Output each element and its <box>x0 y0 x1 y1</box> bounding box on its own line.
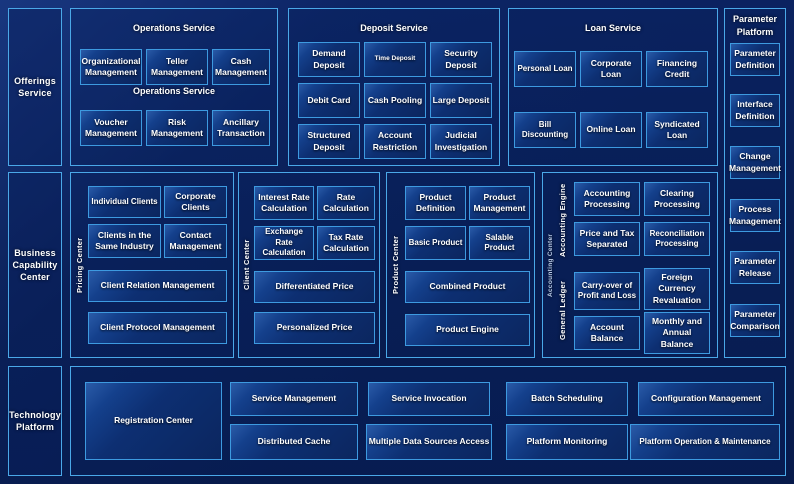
item-demand-deposit[interactable]: Demand Deposit <box>298 42 360 77</box>
parameter-platform-title-line2: Platform <box>736 27 774 37</box>
item-cash-pooling[interactable]: Cash Pooling <box>364 83 426 118</box>
item-interface-definition[interactable]: Interface Definition <box>730 94 780 127</box>
item-foreign-currency-revaluation[interactable]: Foreign Currency Revaluation <box>644 268 710 310</box>
item-parameter-definition[interactable]: Parameter Definition <box>730 43 780 76</box>
parameter-platform-title-line1: Parameter <box>732 14 778 24</box>
row-label-text: Technology Platform <box>9 409 61 432</box>
item-salable-product[interactable]: Salable Product <box>469 226 530 260</box>
item-platform-monitoring[interactable]: Platform Monitoring <box>506 424 628 460</box>
side-label-pricing-center: Pricing Center <box>75 237 84 293</box>
item-teller-management[interactable]: Teller Management <box>146 49 208 85</box>
row-label-offerings-service: Offerings Service <box>8 8 62 166</box>
item-product-engine[interactable]: Product Engine <box>405 314 530 346</box>
item-monthly-and-annual-balance[interactable]: Monthly and Annual Balance <box>644 312 710 354</box>
item-distributed-cache[interactable]: Distributed Cache <box>230 424 358 460</box>
item-reconciliation-processing[interactable]: Reconciliation Processing <box>644 222 710 256</box>
item-service-invocation[interactable]: Service Invocation <box>368 382 490 416</box>
item-rate-calculation[interactable]: Rate Calculation <box>317 186 375 220</box>
item-tax-rate-calculation[interactable]: Tax Rate Calculation <box>317 226 375 260</box>
item-basic-product[interactable]: Basic Product <box>405 226 466 260</box>
item-large-deposit[interactable]: Large Deposit <box>430 83 492 118</box>
group-title-operations-service: Operations Service <box>132 23 216 33</box>
row-label-text: Business Capability Center <box>12 247 58 283</box>
group-title-loan-service: Loan Service <box>584 23 642 33</box>
group-subtitle-operations-service: Operations Service <box>132 86 216 96</box>
item-risk-management[interactable]: Risk Management <box>146 110 208 146</box>
item-interest-rate-calculation[interactable]: Interest Rate Calculation <box>254 186 314 220</box>
item-account-restriction[interactable]: Account Restriction <box>364 124 426 159</box>
item-parameter-comparison[interactable]: Parameter Comparison <box>730 304 780 337</box>
side-label-accounting-engine: Accounting Engine <box>558 183 567 257</box>
item-debit-card[interactable]: Debit Card <box>298 83 360 118</box>
side-label-product-center: Product Center <box>391 235 400 295</box>
item-accounting-processing[interactable]: Accounting Processing <box>574 182 640 216</box>
item-client-protocol-management[interactable]: Client Protocol Management <box>88 312 227 344</box>
item-syndicated-loan[interactable]: Syndicated Loan <box>646 112 708 148</box>
item-account-balance[interactable]: Account Balance <box>574 316 640 350</box>
item-judicial-investigation[interactable]: Judicial Investigation <box>430 124 492 159</box>
row-label-technology-platform: Technology Platform <box>8 366 62 476</box>
item-exchange-rate-calculation[interactable]: Exchange Rate Calculation <box>254 226 314 260</box>
item-platform-operation-and-maintenance[interactable]: Platform Operation & Maintenance <box>630 424 780 460</box>
item-corporate-loan[interactable]: Corporate Loan <box>580 51 642 87</box>
item-registration-center[interactable]: Registration Center <box>85 382 222 460</box>
item-service-management[interactable]: Service Management <box>230 382 358 416</box>
item-client-relation-management[interactable]: Client Relation Management <box>88 270 227 302</box>
side-label-general-ledger: General Ledger <box>558 280 567 340</box>
item-multiple-data-sources-access[interactable]: Multiple Data Sources Access <box>366 424 492 460</box>
item-corporate-clients[interactable]: Corporate Clients <box>164 186 227 218</box>
item-structured-deposit[interactable]: Structured Deposit <box>298 124 360 159</box>
row-label-text: Offerings Service <box>14 75 56 98</box>
item-product-definition[interactable]: Product Definition <box>405 186 466 220</box>
item-batch-scheduling[interactable]: Batch Scheduling <box>506 382 628 416</box>
item-organizational-management[interactable]: Organizational Management <box>80 49 142 85</box>
item-cash-management[interactable]: Cash Management <box>212 49 270 85</box>
item-individual-clients[interactable]: Individual Clients <box>88 186 161 218</box>
item-online-loan[interactable]: Online Loan <box>580 112 642 148</box>
group-title-deposit-service: Deposit Service <box>360 23 428 33</box>
row-label-business-capability-center: Business Capability Center <box>8 172 62 358</box>
item-voucher-management[interactable]: Voucher Management <box>80 110 142 146</box>
item-financing-credit[interactable]: Financing Credit <box>646 51 708 87</box>
item-combined-product[interactable]: Combined Product <box>405 271 530 303</box>
item-time-deposit[interactable]: Time Deposit <box>364 42 426 77</box>
item-personal-loan[interactable]: Personal Loan <box>514 51 576 87</box>
item-contact-management[interactable]: Contact Management <box>164 224 227 258</box>
item-configuration-management[interactable]: Configuration Management <box>638 382 774 416</box>
item-process-management[interactable]: Process Management <box>729 199 781 232</box>
item-product-management[interactable]: Product Management <box>469 186 530 220</box>
item-personalized-price[interactable]: Personalized Price <box>254 312 375 344</box>
item-price-and-tax-separated[interactable]: Price and Tax Separated <box>574 222 640 256</box>
item-carry-over-of-profit-and-loss[interactable]: Carry-over of Profit and Loss <box>574 272 640 310</box>
item-differentiated-price[interactable]: Differentiated Price <box>254 271 375 303</box>
side-label-accounting-center: Accounting Center <box>547 233 554 297</box>
item-parameter-release[interactable]: Parameter Release <box>730 251 780 284</box>
item-ancillary-transaction[interactable]: Ancillary Transaction <box>212 110 270 146</box>
item-clients-in-the-same-industry[interactable]: Clients in the Same Industry <box>88 224 161 258</box>
item-change-management[interactable]: Change Management <box>729 146 781 179</box>
item-clearing-processing[interactable]: Clearing Processing <box>644 182 710 216</box>
item-security-deposit[interactable]: Security Deposit <box>430 42 492 77</box>
side-label-client-center: Client Center <box>242 239 251 291</box>
item-bill-discounting[interactable]: Bill Discounting <box>514 112 576 148</box>
